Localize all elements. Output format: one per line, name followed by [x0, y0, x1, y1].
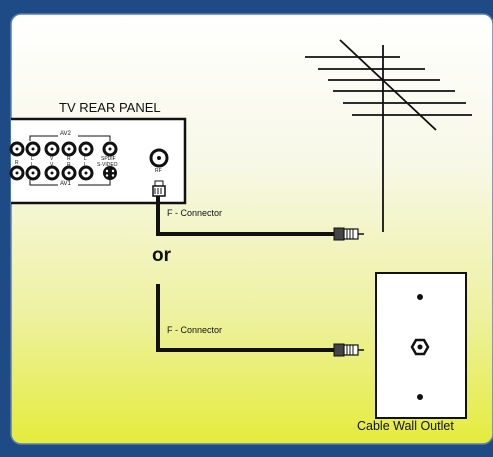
rca-jack [25, 165, 41, 181]
antenna-cable [156, 196, 334, 236]
cable-wall-outlet-label: Cable Wall Outlet [357, 419, 454, 433]
f-connector-icon [333, 227, 364, 241]
f-connector-icon [333, 343, 364, 357]
jack-label-v: V [50, 156, 54, 162]
jack-label-l: L [31, 156, 34, 162]
rca-jack [25, 141, 41, 157]
jack-label-r: R [67, 162, 71, 168]
spdif-jack [102, 141, 118, 157]
rca-jack [78, 141, 94, 157]
or-label: or [152, 245, 171, 266]
jack-label-l: L [84, 156, 87, 162]
jack-label-r: R [67, 156, 71, 162]
rca-jack [78, 165, 94, 181]
jack-label-l: L [84, 162, 87, 168]
wall-outlet-cable [156, 284, 334, 352]
jack-label-av1: AV1 [60, 181, 71, 187]
tv-rear-panel [9, 117, 187, 205]
rca-jack [9, 165, 25, 181]
connector-label-bottom: F - Connector [167, 325, 223, 335]
rca-jack [44, 141, 60, 157]
jack-label-spdif: SPDIF [101, 156, 116, 162]
jack-label-v: V [50, 162, 54, 168]
svideo-jack [103, 166, 117, 180]
rca-jack [61, 141, 77, 157]
connector-label-top: F - Connector [167, 208, 223, 218]
rca-jack [9, 141, 25, 157]
panel-title: TV REAR PANEL [59, 100, 161, 115]
jack-label-rf: RF [155, 168, 162, 174]
rf-jack [149, 148, 169, 168]
jack-label-svideo: S-VIDEO [97, 162, 118, 168]
antenna-icon [305, 39, 472, 232]
rca-jack [61, 165, 77, 181]
jack-label-r: R [15, 160, 19, 166]
rca-jack [44, 165, 60, 181]
jack-label-av2: AV2 [60, 131, 71, 137]
jack-label-l: L [31, 162, 34, 168]
f-connector-icon [152, 180, 166, 197]
cable-wall-outlet-icon [375, 272, 467, 419]
